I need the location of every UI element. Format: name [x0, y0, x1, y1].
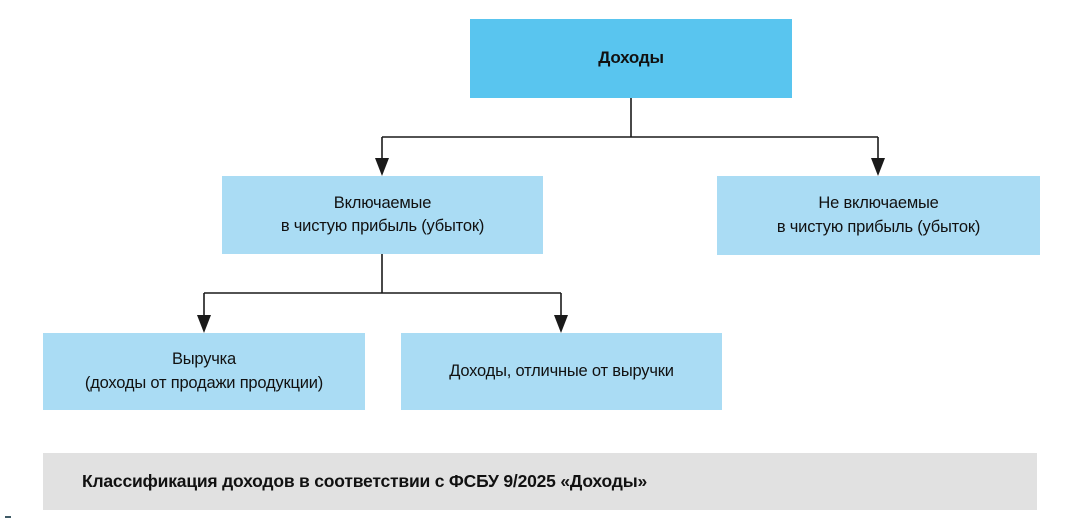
node-root-income: Доходы [470, 19, 792, 98]
node-label-line: Выручка [171, 350, 237, 369]
arrowhead-down-icon [554, 315, 568, 333]
node-label-line: Включаемые [333, 193, 432, 212]
node-other-income: Доходы, отличные от выручки [401, 333, 722, 410]
node-label-line: Доходы, отличные от выручки [449, 361, 674, 380]
caption-bar: Классификация доходов в соответствии с Ф… [43, 453, 1037, 510]
arrowhead-down-icon [375, 158, 389, 176]
node-included-in-net-profit: Включаемые в чистую прибыль (убыток) [222, 176, 543, 254]
node-label-line: в чистую прибыль (убыток) [776, 217, 981, 236]
node-revenue: Выручка (доходы от продажи продукции) [43, 333, 365, 410]
node-not-included-in-net-profit: Не включаемые в чистую прибыль (убыток) [717, 176, 1040, 255]
node-label-line: в чистую прибыль (убыток) [280, 217, 485, 235]
node-label-line: Не включаемые [818, 194, 939, 213]
node-label-line: (доходы от продажи продукции) [84, 373, 324, 392]
caption-text: Классификация доходов в соответствии с Ф… [82, 471, 647, 491]
arrowhead-down-icon [197, 315, 211, 333]
arrowhead-down-icon [871, 158, 885, 176]
node-label: Доходы [598, 48, 664, 68]
stray-mark [5, 516, 11, 518]
